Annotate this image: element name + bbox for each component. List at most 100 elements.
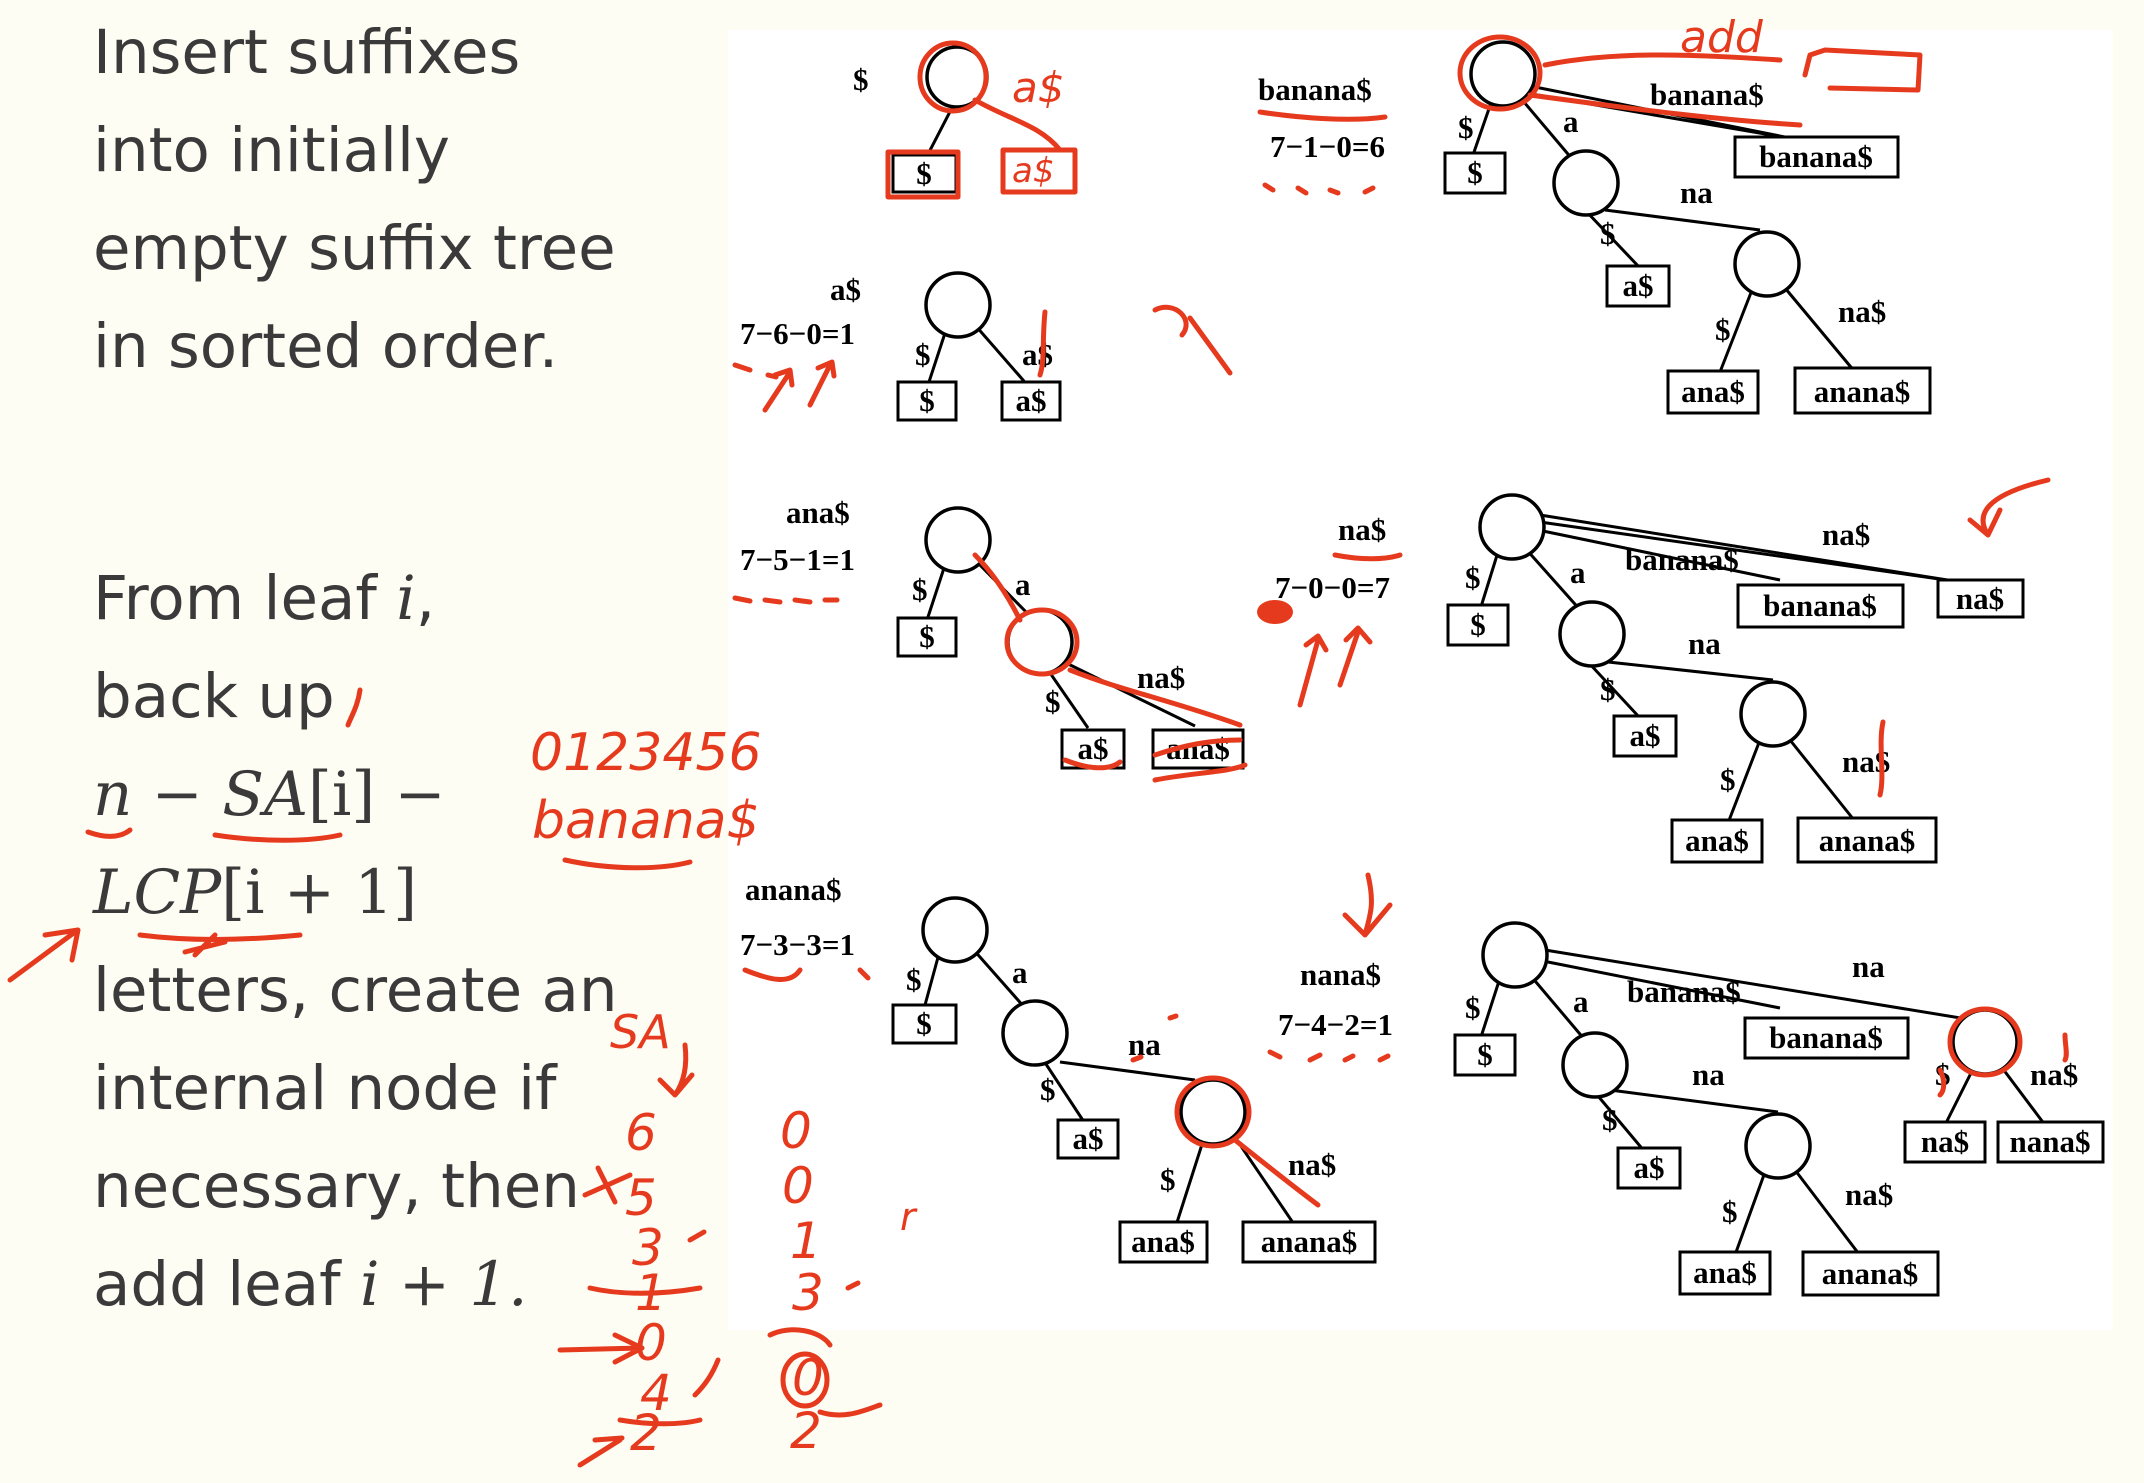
edge-label: na$ [1288, 1147, 1336, 1182]
prose-formula-2: LCP[i + 1] [92, 857, 417, 928]
edge-label: banana$ [1650, 77, 1764, 112]
step-4-suffix: anana$ [745, 872, 841, 907]
ink-mark [2062, 1032, 2069, 1063]
edge-label: $ [1602, 1102, 1618, 1137]
ink-path [1232, 1137, 1321, 1208]
root-node [924, 271, 992, 339]
prose-line-2: into initially [93, 115, 450, 186]
leaf-box [896, 616, 958, 658]
leaf-box [1801, 1250, 1940, 1297]
leaf-label: $ [1470, 607, 1486, 642]
edge-label: $ [1722, 1194, 1738, 1229]
ink-dashes [742, 967, 871, 982]
leaf-box [1736, 583, 1905, 629]
leaf-box [1151, 728, 1245, 770]
internal-node [1733, 230, 1801, 298]
ink-sa-0: 6 [625, 1104, 657, 1162]
leaf-box [891, 1003, 958, 1045]
step-2-tree: a$ 7−6−0=1 $ a$ $ a$ [740, 271, 1062, 422]
root-node [1481, 921, 1549, 989]
handwritten-annotations: a$ a$ add [7, 12, 2069, 1468]
ink-underline [212, 832, 343, 843]
leaf-label: banana$ [1759, 139, 1873, 174]
ink-arrow [557, 1332, 645, 1365]
ink-lcp-1: 0 [782, 1157, 814, 1215]
prose-line-4: in sorted order. [93, 311, 558, 382]
edge-label: na$ [1137, 660, 1185, 695]
ink-box [885, 149, 961, 200]
leaf-label: anana$ [1819, 823, 1915, 858]
leaf-label: a$ [1073, 1121, 1104, 1156]
leaf-label: ana$ [1685, 823, 1749, 858]
leaf-box [1678, 1250, 1772, 1296]
edge-label: a [1570, 555, 1586, 590]
edge-label: na [1688, 626, 1721, 661]
step-7-suffix: nana$ [1300, 957, 1381, 992]
ink-index-row: 0123456 [530, 723, 762, 783]
prose-letters: letters, create an [93, 955, 618, 1026]
ink-path [1067, 667, 1243, 728]
ink-path [972, 552, 1023, 623]
ink-tick [345, 687, 363, 728]
ink-sa-label: SA [610, 1005, 671, 1059]
ink-lcp-2: 1 [790, 1212, 822, 1270]
step-6-suffix: na$ [1338, 512, 1386, 547]
leaf-label: $ [919, 619, 935, 654]
leaf-box [1670, 818, 1764, 864]
edge-label: $ [1160, 1162, 1176, 1197]
prose-back-up: back up [93, 661, 335, 732]
leaf-label: a$ [1623, 268, 1654, 303]
leaf-box [1903, 1120, 1987, 1164]
ink-underline [817, 1402, 883, 1418]
ink-arrow [657, 1042, 695, 1098]
ink-lcp-0: 0 [780, 1102, 812, 1160]
edge-label: na [1128, 1027, 1161, 1062]
leaf-box [1733, 135, 1900, 179]
ink-circle [1947, 1006, 2023, 1078]
step-3-suffix: ana$ [786, 495, 850, 530]
edge-label: na [1852, 949, 1885, 984]
leaf-label: a$ [1634, 1150, 1665, 1185]
prose-formula-1: n − SA[i] − [93, 759, 446, 830]
ink-arrow [807, 359, 837, 408]
ink-mark [845, 1280, 861, 1291]
step-7-calc: 7−4−2=1 [1278, 1007, 1393, 1042]
ink-mark [582, 1165, 633, 1205]
ink-underline [1062, 757, 1123, 771]
ink-arrow [762, 367, 795, 413]
step-6-tree: na$ 7−0−0=7 $ a banana$ na$ $ na $ na$ $… [1275, 493, 2025, 864]
step-4-calc: 7−3−3=1 [740, 927, 855, 962]
internal-node [1179, 1078, 1247, 1146]
ink-sa-4: 0 [635, 1314, 667, 1372]
leaf-box [891, 153, 958, 194]
leaf-box [1793, 366, 1932, 415]
internal-node [1552, 149, 1620, 217]
edge-label: a [1012, 955, 1028, 990]
ink-dashes [1267, 1049, 1391, 1063]
leaf-box [1443, 151, 1507, 195]
prose-add-leaf: add leaf i + 1. [93, 1249, 528, 1320]
ink-underline [1152, 737, 1243, 758]
internal-node [1739, 680, 1807, 748]
prose-necessary: necessary, then [93, 1151, 580, 1222]
step-2-suffix: a$ [830, 272, 861, 307]
ink-underline [617, 1417, 703, 1427]
step-6-calc: 7−0−0=7 [1275, 570, 1390, 605]
prose-line-1: Insert suffixes [93, 17, 520, 88]
ink-underline [587, 1285, 703, 1296]
leaf-label: ana$ [1131, 1224, 1195, 1259]
diagram-panel [728, 30, 2113, 1330]
ink-scribble [767, 1327, 833, 1348]
prose-internal: internal node if [93, 1053, 558, 1124]
ink-scribble [1152, 304, 1233, 376]
edge-label: na$ [1845, 1177, 1893, 1212]
internal-node [1744, 1112, 1812, 1180]
ink-underline [182, 932, 228, 958]
leaf-label: anana$ [1814, 374, 1910, 409]
ink-mark [1037, 309, 1048, 378]
edge-label: a$ [1022, 337, 1053, 372]
leaf-label: $ [919, 383, 935, 418]
edge-label: a [1573, 984, 1589, 1019]
ink-r-mark: r [900, 1195, 918, 1239]
leaf-label: a$ [1078, 731, 1109, 766]
